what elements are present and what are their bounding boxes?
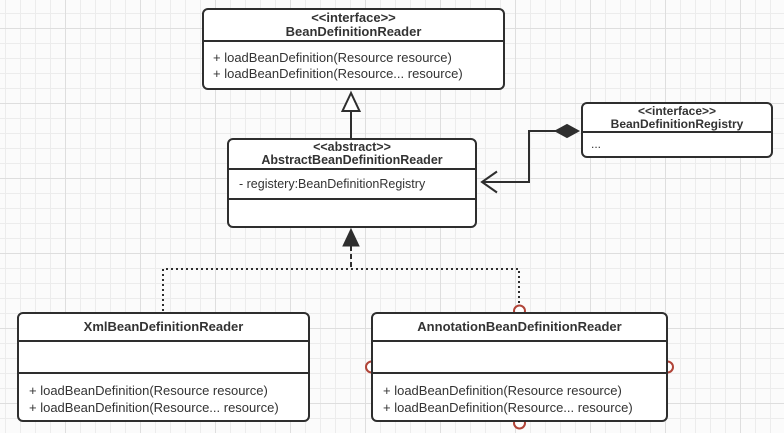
- field-row: ...: [591, 137, 602, 151]
- class-name: XmlBeanDefinitionReader: [83, 319, 244, 334]
- class-empty-section: [229, 198, 475, 226]
- class-bean-definition-reader[interactable]: <<interface>> BeanDefinitionReader + loa…: [202, 8, 505, 90]
- class-methods-section: + loadBeanDefinition(Resource resource) …: [19, 372, 308, 420]
- edge-generalization-children-to-abstract[interactable]: [162, 227, 520, 311]
- class-name: AbstractBeanDefinitionReader: [261, 153, 443, 167]
- class-empty-section: [373, 340, 666, 372]
- class-header: <<interface>> BeanDefinitionRegistry: [583, 104, 771, 131]
- edge-realization-abstract-to-reader[interactable]: [340, 90, 362, 138]
- method-row: + loadBeanDefinition(Resource resource): [29, 383, 268, 398]
- class-header: <<abstract>> AbstractBeanDefinitionReade…: [229, 140, 475, 168]
- class-fields-section: ...: [583, 131, 771, 156]
- class-name: BeanDefinitionRegistry: [610, 116, 744, 131]
- class-name: BeanDefinitionReader: [285, 24, 422, 39]
- class-stereotype: <<abstract>>: [313, 140, 391, 154]
- class-xml-bean-definition-reader[interactable]: XmlBeanDefinitionReader + loadBeanDefini…: [17, 312, 310, 422]
- method-row: + loadBeanDefinition(Resource resource): [383, 383, 622, 398]
- class-methods-section: + loadBeanDefinition(Resource resource) …: [204, 40, 503, 88]
- edge-composition-registry-to-abstract[interactable]: [480, 123, 581, 194]
- method-row: + loadBeanDefinition(Resource... resourc…: [213, 66, 463, 81]
- class-annotation-bean-definition-reader[interactable]: AnnotationBeanDefinitionReader + loadBea…: [371, 312, 668, 422]
- method-row: + loadBeanDefinition(Resource resource): [213, 50, 452, 65]
- class-stereotype: <<interface>>: [637, 104, 717, 118]
- class-empty-section: [19, 340, 308, 372]
- class-methods-section: + loadBeanDefinition(Resource resource) …: [373, 372, 666, 420]
- field-row: - registery:BeanDefinitionRegistry: [239, 177, 426, 191]
- class-stereotype: <<interface>>: [311, 10, 396, 25]
- method-row: + loadBeanDefinition(Resource... resourc…: [383, 400, 633, 415]
- class-header: AnnotationBeanDefinitionReader: [373, 314, 666, 340]
- class-header: <<interface>> BeanDefinitionReader: [204, 10, 503, 40]
- class-fields-section: - registery:BeanDefinitionRegistry: [229, 168, 475, 198]
- class-name: AnnotationBeanDefinitionReader: [417, 319, 622, 334]
- class-abstract-bean-definition-reader[interactable]: <<abstract>> AbstractBeanDefinitionReade…: [227, 138, 477, 228]
- class-header: XmlBeanDefinitionReader: [19, 314, 308, 340]
- class-bean-definition-registry[interactable]: <<interface>> BeanDefinitionRegistry ...: [581, 102, 773, 158]
- method-row: + loadBeanDefinition(Resource... resourc…: [29, 400, 279, 415]
